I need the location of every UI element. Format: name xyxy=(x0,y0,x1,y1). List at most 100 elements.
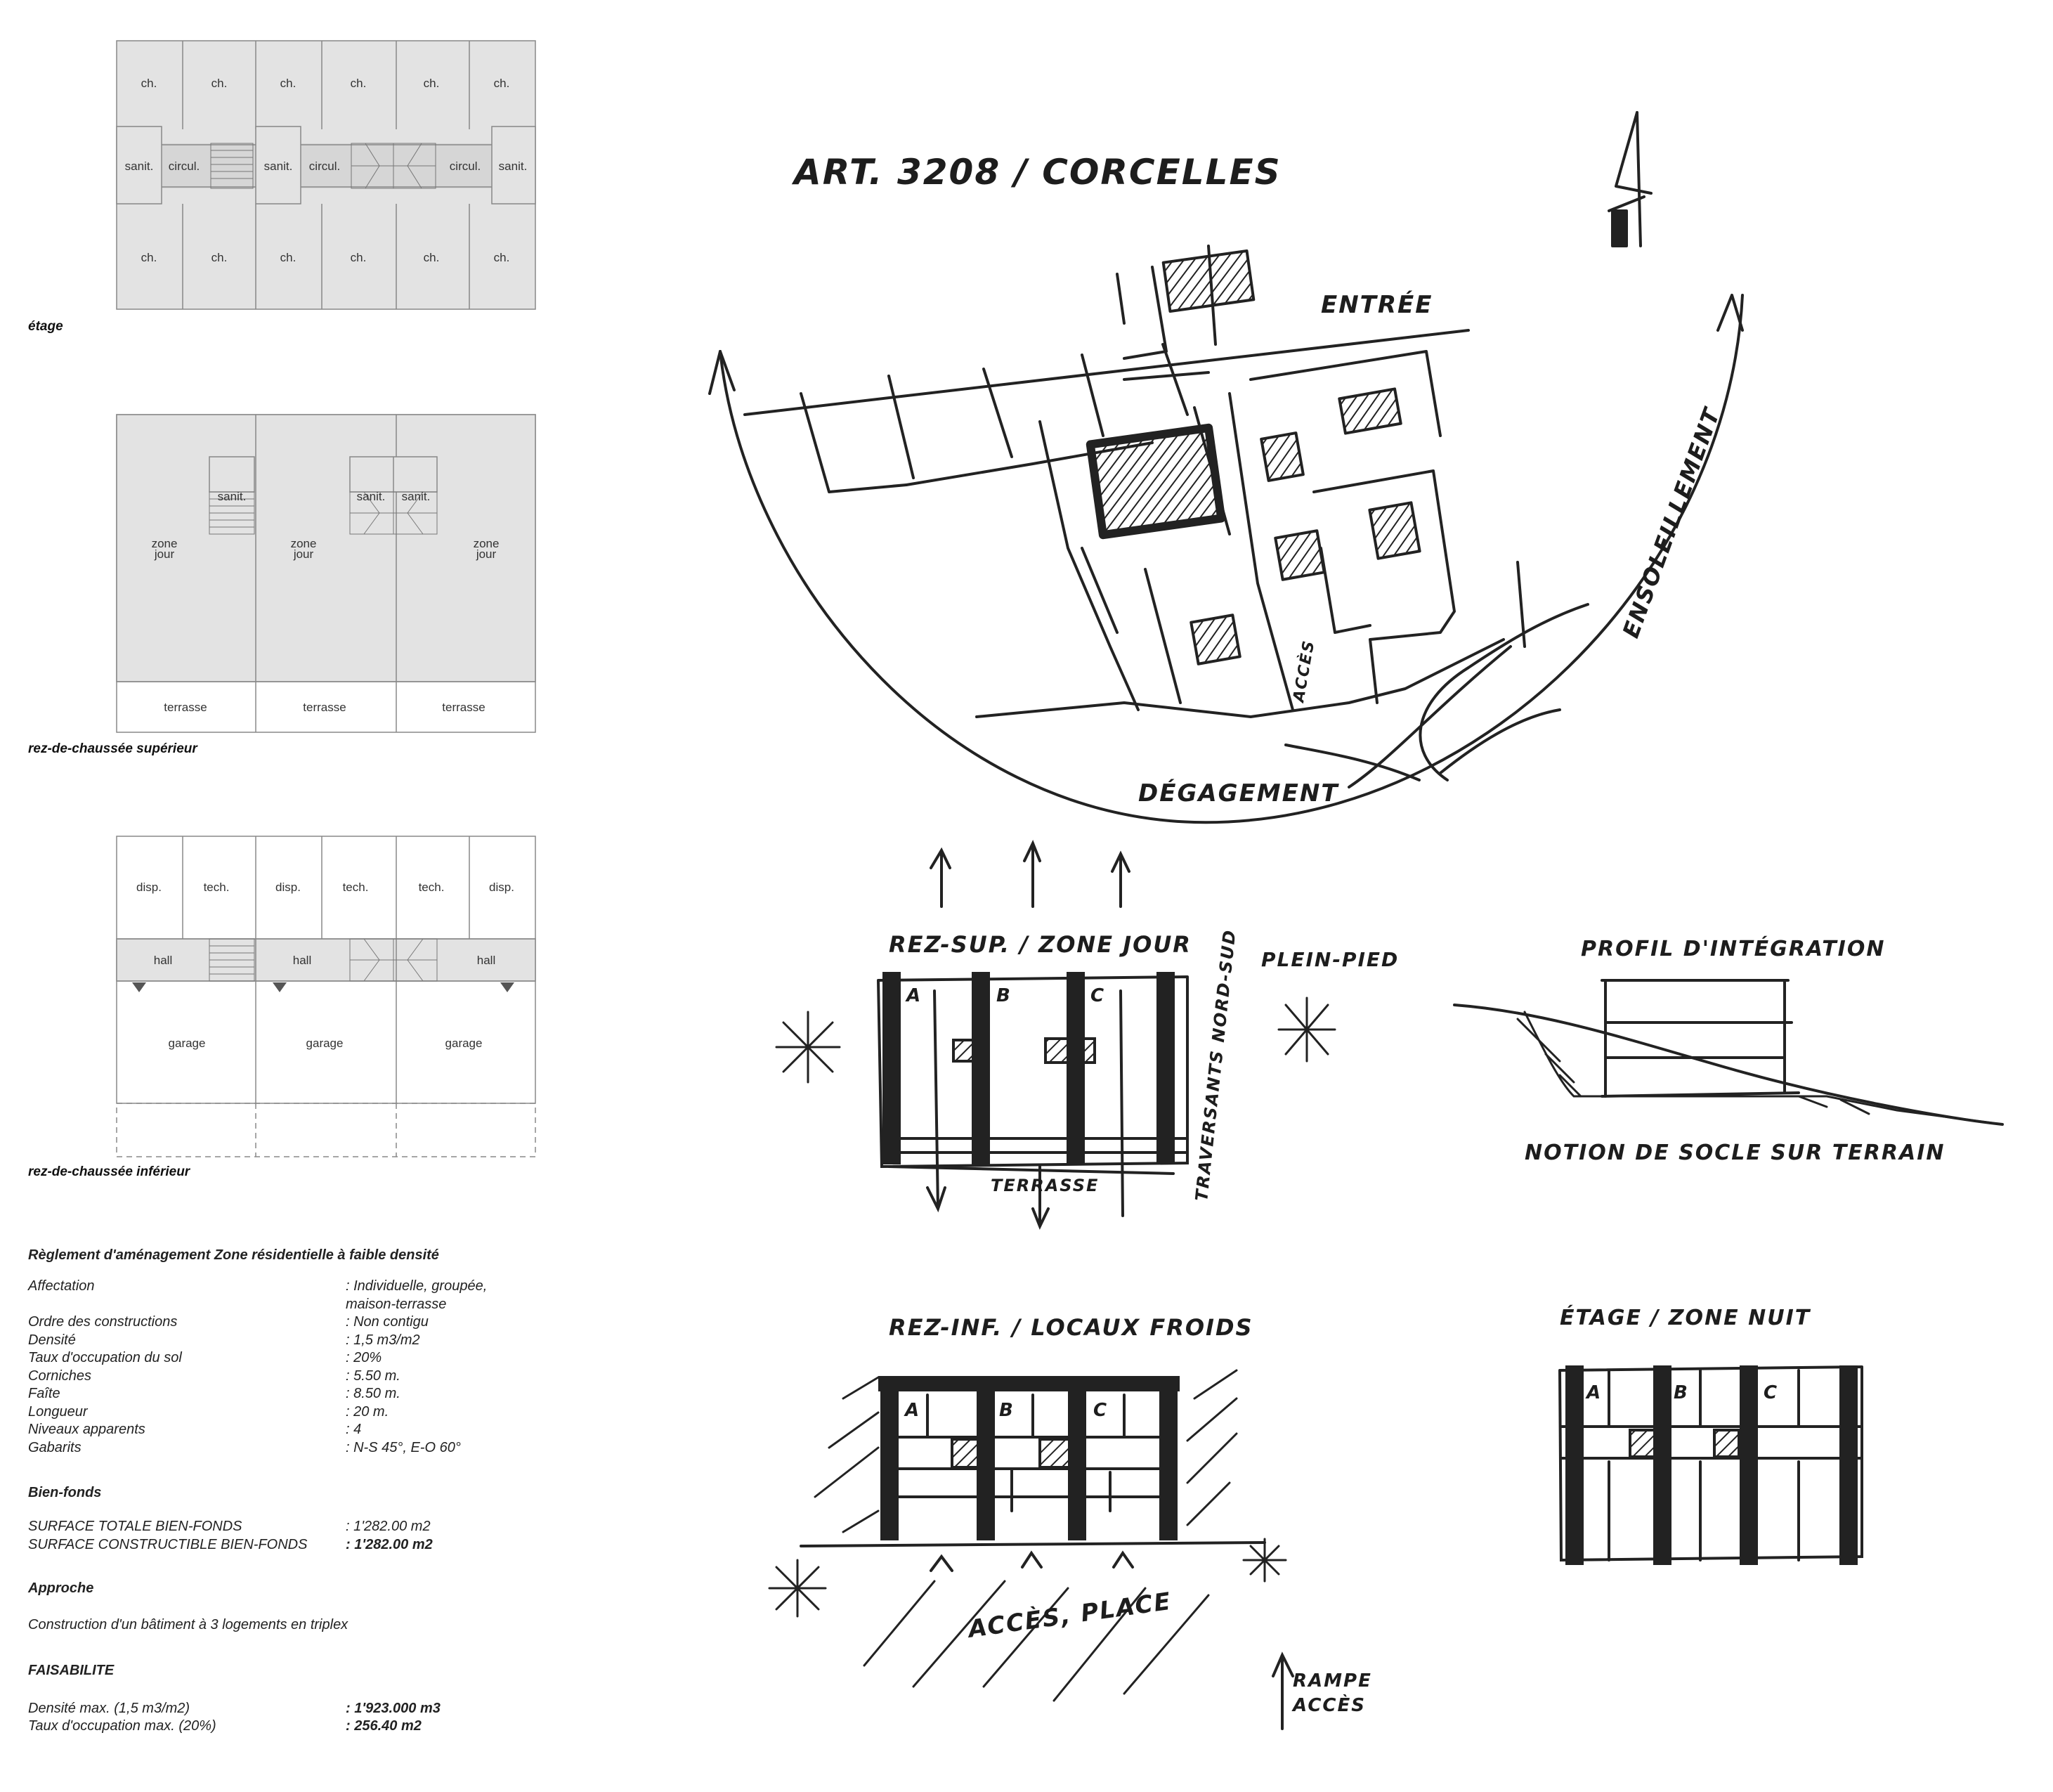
room-circul: circul. xyxy=(309,160,340,173)
bien-fonds-row: SURFACE TOTALE BIEN-FONDS: 1'282.00 m2 xyxy=(28,1519,431,1534)
room-circul: circul. xyxy=(169,160,200,173)
faisabilite-row: Taux d'occupation max. (20%): 256.40 m2 xyxy=(28,1718,422,1734)
unit-c: C xyxy=(1093,1400,1108,1421)
room-sanit: sanit. xyxy=(499,160,528,173)
site-note-entree: ENTRÉE xyxy=(1321,290,1433,319)
room-ch: ch. xyxy=(280,251,296,264)
room-ch: ch. xyxy=(424,251,440,264)
room-hall: hall xyxy=(477,954,495,967)
room-ch: ch. xyxy=(280,77,296,90)
room-ch: ch. xyxy=(351,251,367,264)
bien-fonds-title: Bien-fonds xyxy=(28,1485,102,1500)
room-terrasse: terrasse xyxy=(442,701,485,714)
reglement-row: Ordre des constructions: Non contigu xyxy=(28,1314,429,1330)
room-tech: tech. xyxy=(343,881,369,894)
room-sanit: sanit. xyxy=(125,160,154,173)
rez-inf-title: REZ-INF. / LOCAUX FROIDS xyxy=(889,1314,1253,1341)
etage-sketch: ÉTAGE / ZONE NUIT A B C xyxy=(1558,1305,1863,1565)
room-ch: ch. xyxy=(211,251,228,264)
bien-fonds-row: SURFACE CONSTRUCTIBLE BIEN-FONDS: 1'282.… xyxy=(28,1536,433,1552)
room-hall: hall xyxy=(154,954,172,967)
rampe-line-2: ACCÈS xyxy=(1291,1694,1366,1716)
unit-b: B xyxy=(996,985,1012,1006)
room-ch: ch. xyxy=(141,77,157,90)
plan-rez-inf-labels: disp. tech. disp. tech. tech. disp. hall… xyxy=(136,881,514,1050)
room-sanit: sanit. xyxy=(264,160,293,173)
reglement-row: Faîte: 8.50 m. xyxy=(28,1386,400,1401)
unit-c: C xyxy=(1090,985,1105,1006)
unit-a: A xyxy=(904,1400,920,1421)
etage-title: ÉTAGE / ZONE NUIT xyxy=(1560,1305,1811,1330)
unit-b: B xyxy=(999,1400,1015,1421)
rez-inf-note: ACCÈS, PLACE xyxy=(965,1587,1174,1644)
site-note-degagement: DÉGAGEMENT xyxy=(1138,779,1339,807)
rampe-line-1: RAMPE xyxy=(1293,1670,1372,1692)
room-jour: jour xyxy=(293,547,314,561)
room-zone: zone xyxy=(152,537,178,550)
room-sanit: sanit. xyxy=(402,490,431,503)
site-sketch: ART. 3208 / CORCELLES ENTRÉE xyxy=(708,111,1744,824)
rez-sup-title: REZ-SUP. / ZONE JOUR xyxy=(889,931,1192,958)
profil-note: NOTION DE SOCLE SUR TERRAIN xyxy=(1525,1141,1945,1165)
room-sanit: sanit. xyxy=(218,490,247,503)
room-sanit: sanit. xyxy=(357,490,386,503)
room-ch: ch. xyxy=(494,77,510,90)
site-note-acces: ACCÈS xyxy=(1289,638,1318,705)
reglement-row: Corniches: 5.50 m. xyxy=(28,1368,400,1384)
reglement-title: Règlement d'aménagement Zone résidentiel… xyxy=(28,1247,439,1263)
room-hall: hall xyxy=(293,954,311,967)
site-note-ensoleillement: ENSOLEILLEMENT xyxy=(1617,403,1726,641)
room-tech: tech. xyxy=(204,881,230,894)
room-disp: disp. xyxy=(489,881,514,894)
rez-sup-side: TRAVERSANTS NORD-SUD xyxy=(1192,928,1240,1202)
room-terrasse: terrasse xyxy=(303,701,346,714)
reglement-row: Gabarits: N-S 45°, E-O 60° xyxy=(28,1439,461,1455)
plan-etage-labels: ch. ch. ch. ch. ch. ch. sanit. circul. s… xyxy=(125,77,528,264)
room-tech: tech. xyxy=(419,881,445,894)
rez-inf-sketch: REZ-INF. / LOCAUX FROIDS A B C ACCÈS, PL… xyxy=(768,1314,1372,1730)
reglement-row: Densité: 1,5 m3/m2 xyxy=(28,1332,420,1348)
room-garage: garage xyxy=(306,1037,344,1050)
room-ch: ch. xyxy=(494,251,510,264)
reglement-row: Longueur: 20 m. xyxy=(28,1403,389,1420)
room-jour: jour xyxy=(154,547,175,561)
room-terrasse: terrasse xyxy=(164,701,207,714)
profil-title: PROFIL D'INTÉGRATION xyxy=(1581,936,1885,961)
plan-rez-inf-title: rez-de-chaussée inférieur xyxy=(28,1164,190,1179)
plan-etage-title: étage xyxy=(28,319,63,334)
room-circul: circul. xyxy=(450,160,481,173)
room-garage: garage xyxy=(169,1037,206,1050)
rez-sup-plein-pied: PLEIN-PIED xyxy=(1261,948,1399,971)
rez-sup-sketch: REZ-SUP. / ZONE JOUR A B C TERRASSE PLEI… xyxy=(775,840,1399,1230)
reglement-block: Règlement d'aménagement Zone résidentiel… xyxy=(28,1247,562,1736)
reglement-row: Taux d'occupation du sol: 20% xyxy=(28,1350,382,1365)
room-ch: ch. xyxy=(424,77,440,90)
room-zone: zone xyxy=(291,537,317,550)
plan-rez-inf xyxy=(116,836,536,1157)
plan-etage xyxy=(116,40,536,310)
room-ch: ch. xyxy=(351,77,367,90)
unit-a: A xyxy=(1585,1382,1602,1403)
site-title: ART. 3208 / CORCELLES xyxy=(791,152,1282,193)
faisabilite-row: Densité max. (1,5 m3/m2): 1'923.000 m3 xyxy=(28,1700,441,1716)
room-disp: disp. xyxy=(136,881,162,894)
floor-plans: ch. ch. ch. ch. ch. ch. sanit. circul. s… xyxy=(116,40,536,1157)
room-garage: garage xyxy=(445,1037,483,1050)
profil-sketch: PROFIL D'INTÉGRATION NOTION DE SOCLE SUR… xyxy=(1453,936,2004,1165)
faisabilite-title: FAISABILITE xyxy=(28,1662,115,1678)
rez-sup-terrasse: TERRASSE xyxy=(991,1176,1099,1195)
unit-b: B xyxy=(1674,1382,1689,1403)
room-ch: ch. xyxy=(141,251,157,264)
plan-rez-sup-title: rez-de-chaussée supérieur xyxy=(28,741,197,756)
room-zone: zone xyxy=(474,537,500,550)
room-ch: ch. xyxy=(211,77,228,90)
approche-title: Approche xyxy=(28,1580,94,1596)
plan-rez-sup xyxy=(116,414,536,733)
room-jour: jour xyxy=(476,547,497,561)
approche-text: Construction d'un bâtiment à 3 logements… xyxy=(28,1617,348,1632)
reglement-row: Niveaux apparents: 4 xyxy=(28,1422,362,1437)
unit-c: C xyxy=(1764,1382,1778,1403)
room-disp: disp. xyxy=(275,881,301,894)
reglement-row: Affectation: Individuelle, groupée, mais… xyxy=(28,1278,488,1312)
